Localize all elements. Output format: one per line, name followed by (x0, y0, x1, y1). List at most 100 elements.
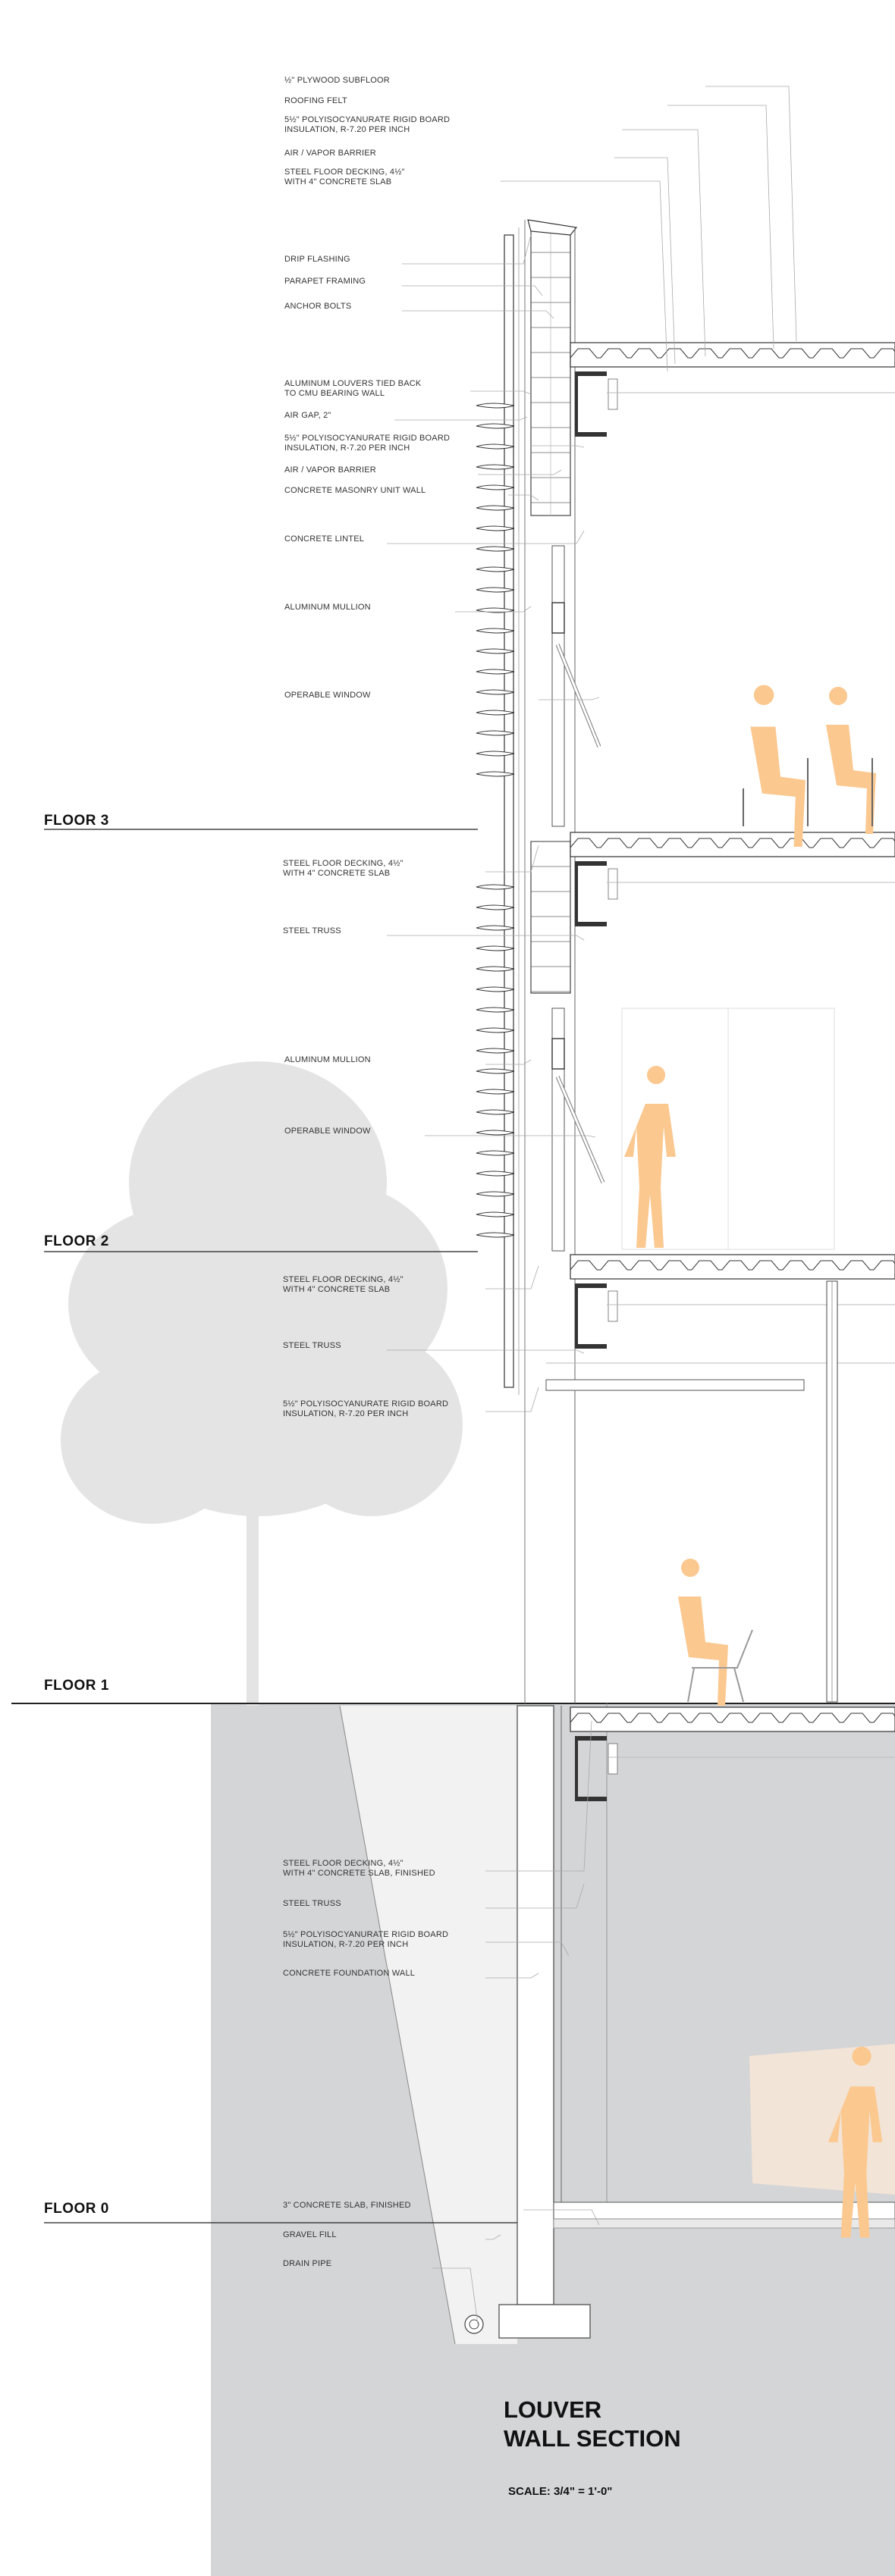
louver-blade (476, 884, 515, 890)
callout-leader (470, 390, 532, 395)
callout-leader (523, 2209, 600, 2226)
callout-label: GRAVEL FILL (283, 2230, 337, 2239)
tree-silhouette (61, 1061, 463, 1524)
louver-blade (476, 566, 515, 572)
callout-leader (387, 935, 585, 941)
callout-leader (402, 285, 543, 296)
chair-outline (687, 1629, 753, 1703)
excavation-edge (339, 1705, 456, 2345)
overhang-soffit (545, 1379, 805, 1391)
callout-leader (394, 416, 528, 421)
louver-blade (476, 669, 515, 675)
callout-leader (485, 1973, 539, 1979)
louver-blade (476, 1007, 515, 1013)
callout-leader (478, 469, 562, 475)
callout-label: STEEL FLOOR DECKING, 4½" WITH 4" CONCRET… (283, 1275, 404, 1294)
callout-label: AIR / VAPOR BARRIER (284, 465, 376, 475)
seated-person-shape (829, 687, 848, 705)
callout-label: AIR / VAPOR BARRIER (284, 149, 376, 158)
callout-label: STEEL FLOOR DECKING, 4½" WITH 4" CONCRET… (283, 1859, 435, 1878)
anchor-plate (608, 378, 618, 410)
callout-label: ANCHOR BOLTS (284, 302, 352, 311)
callout-leader (667, 105, 774, 349)
callout-label: 5½" POLYISOCYANURATE RIGID BOARD INSULAT… (283, 1930, 449, 1949)
callout-leader (485, 1941, 570, 1957)
steel-truss-flange (575, 371, 607, 376)
steel-truss-web (575, 861, 578, 926)
callout-label: DRIP FLASHING (284, 255, 350, 264)
window-frame (551, 545, 565, 827)
steel-truss-web (575, 1736, 578, 1801)
drain-pipe (464, 2314, 484, 2334)
louver-blade (476, 1232, 515, 1238)
callout-label: ROOFING FELT (284, 96, 347, 105)
window-sash-lock (551, 1038, 565, 1070)
louver-blade (476, 423, 515, 429)
seated-person-shape (826, 725, 876, 834)
louver-blade (476, 966, 515, 972)
tree-canopy (281, 1334, 463, 1516)
seated-person-shape (753, 685, 774, 705)
callout-leader (432, 2267, 479, 2325)
foundation-wall (517, 1705, 554, 2305)
drip-flashing (527, 219, 578, 236)
callout-leader (485, 1265, 539, 1290)
callout-leader (425, 1135, 596, 1138)
callout-leader (614, 157, 676, 365)
callout-label: PARAPET FRAMING (284, 277, 366, 286)
callout-leader (485, 1883, 585, 1909)
callout-label: ALUMINUM MULLION (284, 1055, 371, 1064)
drawing-title: LOUVER WALL SECTION (504, 2396, 681, 2453)
floor-2-label: FLOOR 2 (44, 1233, 109, 1249)
louver-blade (476, 1109, 515, 1115)
tree-trunk (247, 1486, 259, 1706)
louver-blade (476, 648, 515, 654)
callout-leader (387, 1349, 585, 1354)
callout-leader (402, 234, 532, 265)
seated-person (826, 687, 876, 834)
steel-decking (570, 1713, 895, 1723)
louver-blade (476, 607, 515, 613)
louver-blade (476, 925, 515, 931)
callout-label: STEEL FLOOR DECKING, 4½" WITH 4" CONCRET… (284, 168, 405, 186)
louver-blade (476, 710, 515, 716)
steel-decking (570, 1260, 895, 1271)
gravel-fill-zone (340, 1706, 517, 2344)
louver-blade (476, 1191, 515, 1197)
callout-leader (485, 1720, 592, 1872)
steel-truss-flange (575, 1797, 607, 1801)
louver-blade (476, 1150, 515, 1156)
callout-label: ½" PLYWOOD SUBFLOOR (284, 76, 390, 85)
louver-blade (476, 484, 515, 490)
louver-blade (476, 1048, 515, 1054)
louver-blade (476, 587, 515, 593)
louver-blade (476, 1089, 515, 1095)
callout-label: STEEL FLOOR DECKING, 4½" WITH 4" CONCRET… (283, 859, 404, 878)
louver-blade (476, 986, 515, 992)
tree-canopy (61, 1357, 243, 1524)
callout-label: OPERABLE WINDOW (284, 691, 371, 700)
callout-label: CONCRETE LINTEL (284, 534, 365, 544)
callout-label: DRAIN PIPE (283, 2259, 332, 2268)
title-line-2: WALL SECTION (504, 2425, 681, 2452)
steel-truss-web (575, 1283, 578, 1349)
seated-person-shape (678, 1597, 728, 1706)
callout-leader (531, 445, 585, 448)
title-line-1: LOUVER (504, 2396, 602, 2423)
callout-label: 5½" POLYISOCYANURATE RIGID BOARD INSULAT… (284, 434, 451, 453)
callout-label: AIR GAP, 2" (284, 411, 331, 420)
aluminum-mullion (504, 234, 514, 1388)
callout-leader (485, 2234, 501, 2240)
louver-blade (476, 464, 515, 470)
callout-leader (485, 845, 539, 873)
steel-truss-flange (575, 861, 607, 866)
floor-1-label: FLOOR 1 (44, 1678, 109, 1694)
tree-canopy (250, 1092, 356, 1183)
operable-window-glass (556, 1076, 605, 1183)
louver-blade (476, 505, 515, 511)
louver-blade (476, 403, 515, 409)
seated-person (678, 1559, 728, 1706)
louver-blade (476, 945, 515, 951)
